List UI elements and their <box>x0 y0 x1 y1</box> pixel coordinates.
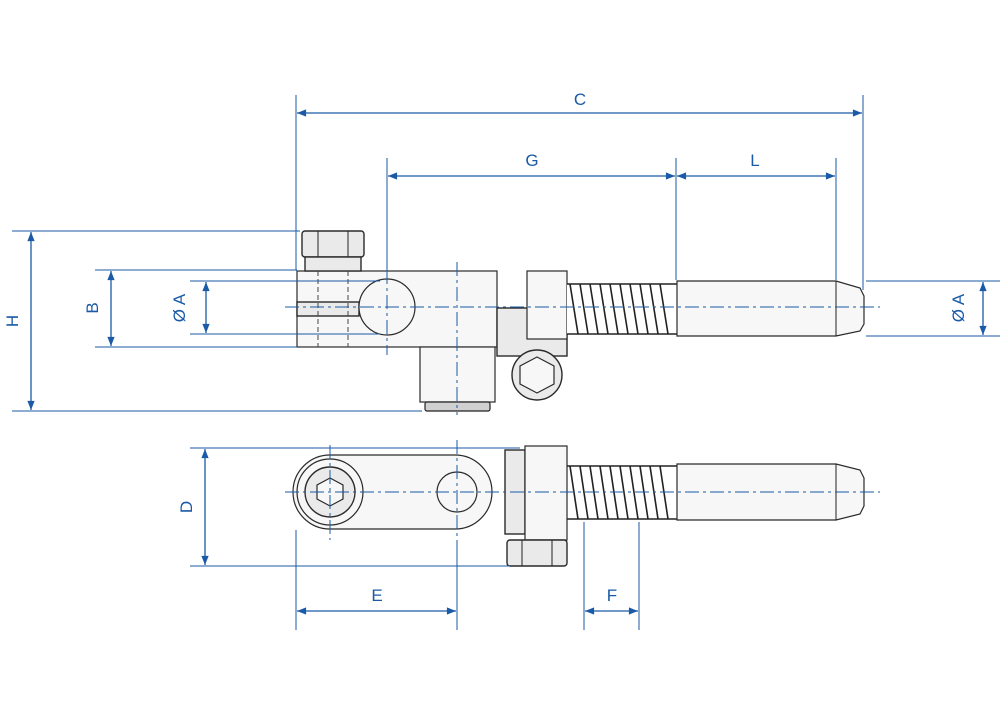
plan-view <box>285 440 880 567</box>
plan-nut <box>506 539 568 567</box>
bracket-hex-nut <box>519 356 555 394</box>
dim-E-label: E <box>371 586 382 605</box>
dim-C-label: C <box>574 90 586 109</box>
dim-A-left-label: Ø A <box>170 293 189 322</box>
dim-G-label: G <box>525 151 538 170</box>
dim-H-label: H <box>3 315 22 327</box>
dim-B-label: B <box>83 302 102 313</box>
plan-housing <box>524 445 568 541</box>
side-plunger-pin <box>676 280 865 337</box>
dim-L-label: L <box>750 151 759 170</box>
dim-A-right-label: Ø A <box>949 293 968 322</box>
clamp-slot <box>296 301 360 317</box>
dim-D-label: D <box>177 501 196 513</box>
top-bolt-washer <box>304 256 362 272</box>
dim-F-label: F <box>607 586 617 605</box>
side-view <box>285 230 880 415</box>
plunger-housing <box>526 270 568 340</box>
top-bolt-head <box>301 230 365 258</box>
dimensions: C G L H B Ø A Ø A D <box>3 90 1000 630</box>
side-spring <box>567 283 677 335</box>
